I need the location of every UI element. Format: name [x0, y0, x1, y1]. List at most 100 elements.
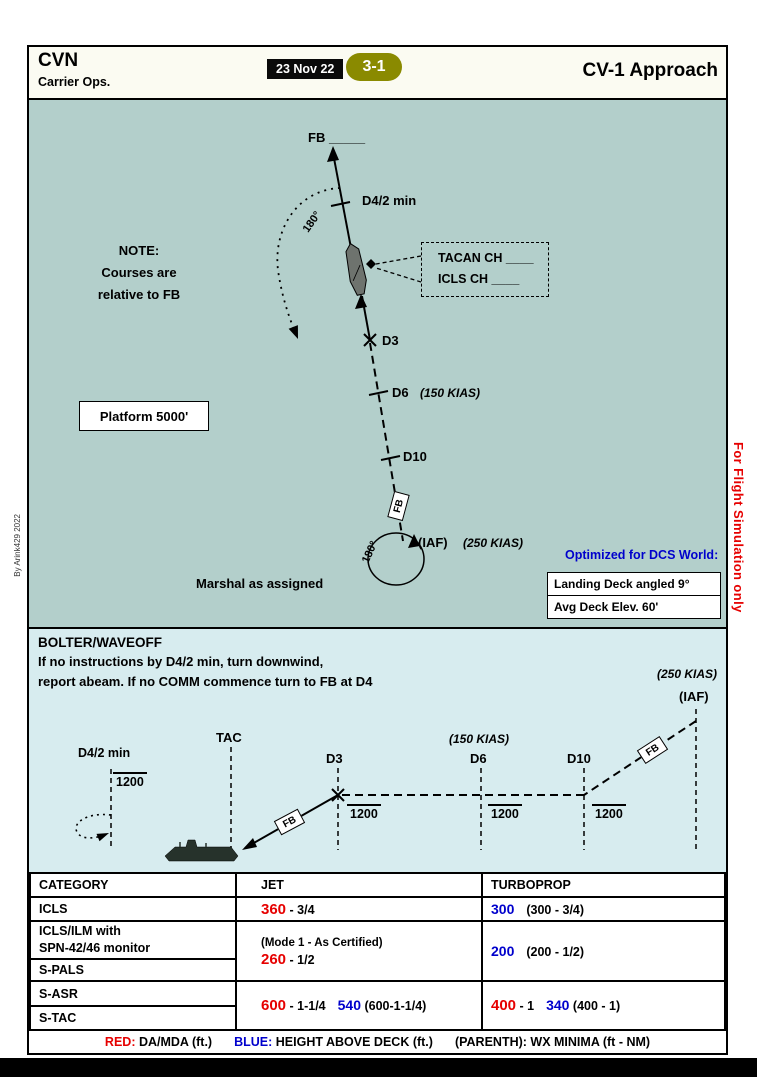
wx-minima: (300 - 3/4) [526, 903, 585, 917]
d10-label: D10 [403, 449, 427, 464]
kias150-label: (150 KIAS) [420, 386, 481, 400]
wx-minima: - 1/2 [286, 953, 315, 967]
profile-descent-line [583, 720, 697, 796]
arrow-up-icon [327, 146, 339, 162]
bolter-instruction-2: report abeam. If no COMM commence turn t… [38, 674, 373, 689]
wx-minima: (600-1-1/4) [361, 999, 427, 1013]
bolter-title: BOLTER/WAVEOFF [38, 635, 162, 650]
pals-jet-minima: (Mode 1 - As Certified) 260 - 1/2 [235, 920, 483, 982]
d4-tick [330, 201, 351, 207]
category-stac: S-TAC [29, 1005, 237, 1031]
table-row: S-PALS [29, 958, 725, 982]
icls-jet-minima: 360 - 3/4 [235, 896, 483, 922]
table-row: ICLS/ILM with SPN-42/46 monitor (Mode 1 … [29, 920, 726, 982]
pals-turboprop-minima: 200 (200 - 1/2) [481, 920, 726, 982]
category-spals: S-PALS [29, 958, 237, 982]
iaf-label: (IAF) [418, 535, 448, 550]
altitude-1200-d4: 1200 [113, 772, 147, 789]
arrow-up-icon [355, 294, 367, 309]
table-row: S-TAC [29, 1005, 725, 1031]
arrow-right-icon [96, 833, 109, 842]
category-icls: ICLS [29, 896, 237, 922]
d3-label: D3 [326, 751, 343, 766]
carrier-ship-icon [345, 242, 367, 296]
chart-header: CVN Carrier Ops. 23 Nov 22 3-1 CV-1 Appr… [29, 47, 726, 100]
altitude-1200-d10: 1200 [592, 804, 626, 821]
wx-minima: - 1-1/4 [286, 999, 326, 1013]
left-margin-note: By Arink429 2022 [13, 514, 22, 577]
category-sasr: S-ASR [29, 980, 237, 1007]
category-icls-ilm: ICLS/ILM with SPN-42/46 monitor [29, 920, 237, 960]
plan-view: FB _____ D4/2 min 180° NOTE: Courses are… [29, 100, 726, 627]
category-line: ICLS/ILM with [39, 924, 121, 938]
mda-value: 400 [491, 997, 517, 1014]
plan-diagram [276, 146, 425, 586]
wx-minima: (200 - 1/2) [526, 945, 585, 959]
col-header-category: CATEGORY [29, 872, 237, 898]
bolter-instruction-1: If no instructions by D4/2 min, turn dow… [38, 654, 324, 669]
chart-code: CVN [38, 50, 79, 71]
landing-deck-box: Landing Deck angled 9° [547, 572, 721, 596]
tacan-callout-box: TACAN CH ____ ICLS CH ____ [421, 242, 549, 297]
legend-parenth-text: WX MINIMA (ft - NM) [526, 1035, 651, 1049]
page-number-badge: 3-1 [346, 53, 402, 81]
profile-diagram [75, 709, 697, 862]
color-legend: RED: DA/MDA (ft.) BLUE: HEIGHT ABOVE DEC… [29, 1031, 726, 1053]
legend-red: RED: DA/MDA (ft.) [105, 1035, 212, 1049]
note-line: Courses are [101, 265, 177, 280]
legend-parenth: (PARENTH): WX MINIMA (ft - NM) [455, 1035, 650, 1049]
legend-blue-key: BLUE: [234, 1035, 273, 1049]
category-line: SPN-42/46 monitor [39, 941, 151, 955]
date-badge: 23 Nov 22 [267, 59, 344, 79]
legend-blue-text: HEIGHT ABOVE DECK (ft.) [272, 1035, 433, 1049]
platform-altitude-box: Platform 5000' [79, 401, 209, 431]
mda-value: 600 [261, 997, 287, 1014]
wx-minima: (400 - 1) [569, 999, 621, 1013]
height-above-deck: 340 [546, 997, 570, 1013]
chart-frame: CVN Carrier Ops. 23 Nov 22 3-1 CV-1 Appr… [27, 45, 728, 1055]
iaf-label: (IAF) [679, 689, 709, 704]
tacan-channel-label: TACAN CH ____ [438, 251, 534, 265]
turn-arc [276, 187, 341, 333]
wx-minima: - 1 [516, 999, 535, 1013]
approach-course-dashed [369, 342, 404, 542]
carrier-silhouette-icon [164, 839, 239, 862]
callout-pointer [375, 255, 422, 265]
note-line: relative to FB [97, 287, 181, 302]
deck-elev-box: Avg Deck Elev. 60' [547, 594, 721, 619]
arrow-up-icon [408, 534, 420, 548]
marshal-label: Marshal as assigned [196, 576, 324, 591]
height-above-deck: 200 [491, 943, 515, 959]
callout-pointer [375, 267, 422, 283]
altitude-1200-d3: 1200 [347, 804, 381, 821]
wx-minima: - 3/4 [286, 902, 315, 917]
d6-tick [368, 390, 389, 396]
table-row: ICLS 360 - 3/4 300 (300 - 3/4) [29, 896, 726, 922]
da-value: 260 [261, 951, 287, 968]
profile-view: BOLTER/WAVEOFF If no instructions by D4/… [29, 627, 726, 872]
arrow-down-icon [288, 325, 298, 339]
d4-label: D4/2 min [362, 193, 417, 208]
legend-blue: BLUE: HEIGHT ABOVE DECK (ft.) [234, 1035, 433, 1049]
legend-red-text: DA/MDA (ft.) [135, 1035, 213, 1049]
col-header-turboprop: TURBOPROP [481, 872, 726, 898]
height-above-deck: 300 [491, 901, 515, 917]
bottom-bar [0, 1058, 757, 1077]
d10-tick [380, 455, 401, 461]
icls-turboprop-minima: 300 (300 - 3/4) [481, 896, 726, 922]
d6-label: D6 [392, 385, 409, 400]
d6-label: D6 [470, 751, 487, 766]
chart-subtitle: Carrier Ops. [38, 75, 111, 89]
tacan-diamond-icon [366, 259, 376, 269]
chart-title: CV-1 Approach [582, 60, 719, 81]
fb-top-label: FB _____ [308, 130, 366, 145]
col-header-jet: JET [235, 872, 483, 898]
kias250-label: (250 KIAS) [657, 667, 718, 681]
d4-label: D4/2 min [78, 746, 131, 760]
legend-red-key: RED: [104, 1035, 136, 1049]
note-line: NOTE: [118, 243, 160, 258]
icls-channel-label: ICLS CH ____ [438, 272, 520, 286]
dcs-note: Optimized for DCS World: [565, 548, 719, 562]
